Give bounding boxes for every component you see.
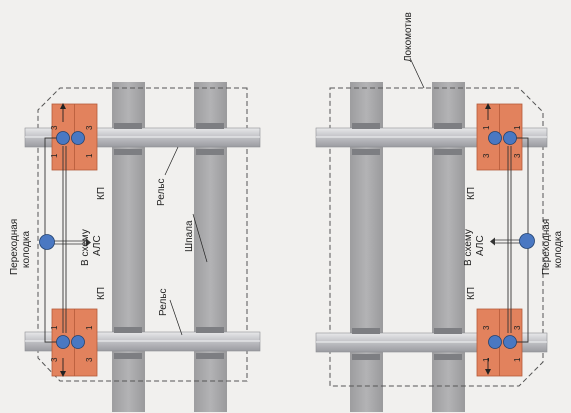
connector-right-upper-b: [503, 131, 517, 145]
rail-clip: [196, 353, 224, 359]
rail-clip: [434, 354, 462, 360]
junction-block-left: [39, 234, 55, 250]
rail-label-lower: Рельс: [158, 288, 169, 316]
arrow-down-icon: [60, 371, 66, 377]
pin-number: 3: [85, 357, 94, 362]
connector-right-upper-a: [488, 131, 502, 145]
pin-number: 1: [482, 125, 491, 130]
pin-number: 3: [482, 153, 491, 158]
rail-clip: [352, 354, 380, 360]
locomotive-label: Локомотив: [403, 12, 414, 62]
sleeper-label: Шпала: [184, 220, 195, 252]
rail-label-upper: Рельс: [156, 178, 167, 206]
junction-label: колодка: [21, 230, 32, 268]
leader-line: [169, 299, 183, 336]
arrow-up-icon: [60, 103, 66, 109]
connector-left-upper-a: [56, 131, 70, 145]
rail-clip: [352, 328, 380, 334]
pin-number: 3: [85, 125, 94, 130]
rail-clip: [196, 123, 224, 129]
coil-label-kp: КП: [96, 287, 107, 300]
als-label: АЛС: [475, 235, 486, 256]
pin-number: 1: [85, 325, 94, 330]
connector-left-upper-b: [71, 131, 85, 145]
rail-clip: [434, 123, 462, 129]
right-assembly: 1 3 1 3 3 1 3 1 КП КП В схему АЛС Перехо…: [315, 12, 564, 412]
leader-line: [164, 146, 179, 176]
pin-number: 1: [482, 357, 491, 362]
pin-number: 3: [50, 125, 59, 130]
pin-number: 1: [513, 125, 522, 130]
rail-clip: [114, 353, 142, 359]
als-label: В схему: [80, 229, 91, 266]
connector-left-lower-b: [71, 335, 85, 349]
rail-clip: [196, 149, 224, 155]
connector-right-lower-b: [503, 335, 517, 349]
coil-label-kp: КП: [96, 187, 107, 200]
junction-label: Переходная: [9, 219, 20, 275]
pin-number: 3: [513, 153, 522, 158]
pin-number: 1: [513, 357, 522, 362]
junction-label: колодка: [553, 230, 564, 268]
pin-number: 1: [50, 325, 59, 330]
als-label: АЛС: [92, 235, 103, 256]
arrow-icon: [490, 237, 495, 246]
junction-block-right: [519, 233, 535, 249]
junction-label: Переходная: [541, 219, 552, 275]
rail-clip: [114, 123, 142, 129]
rail-clip: [434, 328, 462, 334]
arrow-up-icon: [485, 103, 491, 109]
rail-clip: [352, 123, 380, 129]
locomotive-outline-right: [329, 87, 544, 387]
locomotive-outline-left: [37, 87, 248, 382]
rail-clip: [114, 327, 142, 333]
arrow-down-icon: [485, 369, 491, 375]
arrow-icon: [86, 238, 91, 247]
pin-number: 3: [50, 357, 59, 362]
als-label: В схему: [463, 229, 474, 266]
connector-right-lower-a: [488, 335, 502, 349]
leader-line: [409, 57, 425, 89]
pin-number: 1: [50, 153, 59, 158]
rail-clip: [114, 149, 142, 155]
rail-clip: [196, 327, 224, 333]
pin-number: 3: [482, 325, 491, 330]
left-assembly: 3 1 3 1 1 3 1 3 КП КП В схему АЛС Перехо…: [9, 82, 261, 412]
coil-label-kp: КП: [466, 187, 477, 200]
pin-number: 3: [513, 325, 522, 330]
connector-left-lower-a: [56, 335, 70, 349]
rail-clip: [434, 149, 462, 155]
pin-number: 1: [85, 153, 94, 158]
leader-line: [192, 213, 208, 263]
rail-clip: [352, 149, 380, 155]
coil-label-kp: КП: [466, 287, 477, 300]
